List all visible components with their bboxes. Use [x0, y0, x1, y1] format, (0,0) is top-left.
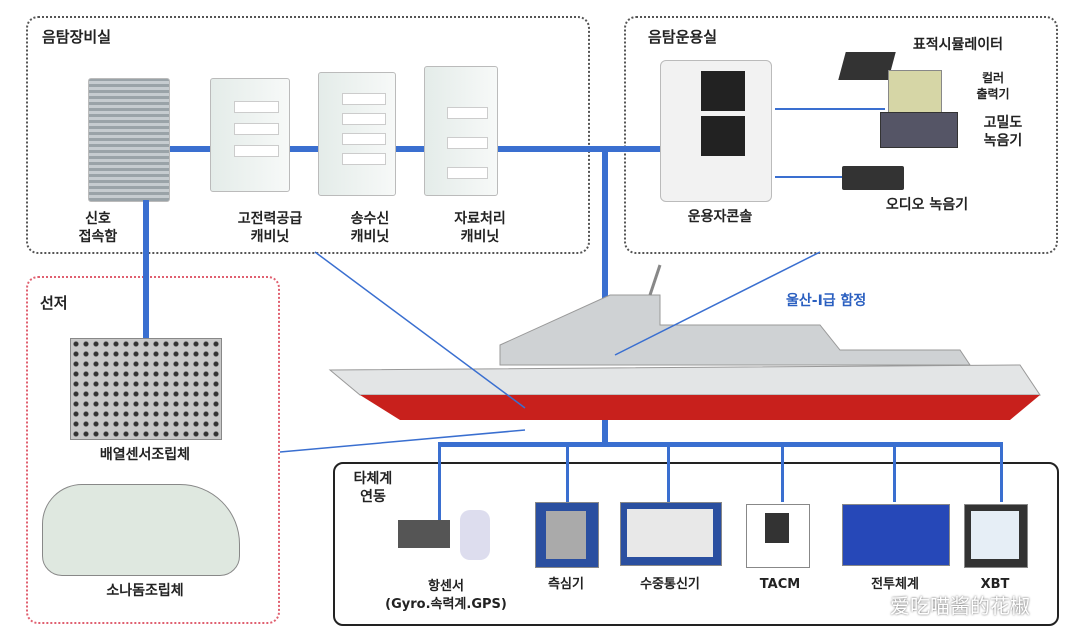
echo-sounder-label: 측심기: [548, 577, 584, 592]
sonar-operation-room-box: [624, 16, 1058, 254]
operator-console-label: 운용자콘솔: [687, 209, 753, 225]
data-processing-cabinet-image: [424, 66, 498, 196]
signal-junction-box-label: 신호 접속함: [78, 211, 118, 245]
underwater-comm-image: [620, 502, 722, 566]
array-sensor-image: [70, 338, 222, 440]
arrow-to-equipment-room: [314, 251, 526, 409]
bottom-bus-vertical: [602, 420, 608, 446]
hd-recorder-image: [880, 112, 958, 148]
ship-class-label: 울산-I급 함정: [786, 293, 867, 309]
hull-bottom-title: 선저: [40, 294, 68, 312]
signal-junction-box-image: [88, 78, 170, 202]
tacm-label: TACM: [759, 577, 801, 592]
audio-link-line: [775, 176, 843, 178]
drop-line-xbt: [1000, 442, 1003, 502]
echo-sounder-device: [546, 511, 586, 559]
audio-recorder-label: 오디오 녹음기: [885, 197, 969, 213]
underwater-comm-label: 수중통신기: [640, 577, 700, 592]
target-simulator-label: 표적시뮬레이터: [912, 37, 1004, 53]
xbt-label: XBT: [980, 577, 1010, 592]
console-screen-bottom: [701, 116, 745, 156]
drop-line-combat: [893, 442, 896, 502]
external-systems-box: [333, 462, 1059, 626]
ship-waterline-red: [360, 395, 1040, 420]
watermark: 爱吃喵酱的花椒: [890, 594, 1030, 618]
nav-sensor-label: 항센서 (Gyro.속력계.GPS): [385, 579, 507, 612]
echo-sounder-image: [535, 502, 599, 568]
hd-recorder-label: 고밀도 녹음기: [983, 115, 1023, 149]
sonar-dome-image: [42, 484, 240, 576]
high-power-cabinet-image: [210, 78, 290, 192]
arrow-to-hull-bottom: [279, 429, 526, 453]
transceiver-cabinet-image: [318, 72, 396, 196]
main-vertical-bus: [602, 146, 608, 326]
mast: [648, 264, 662, 296]
xbt-screen: [971, 511, 1019, 559]
nav-sensor-image: [398, 520, 450, 548]
sonar-equipment-room-box: [26, 16, 590, 254]
underwater-comm-device: [627, 509, 713, 557]
sonar-equipment-room-title: 음탐장비실: [42, 28, 112, 46]
ship-superstructure: [499, 294, 971, 366]
drop-line-nav: [438, 442, 441, 522]
console-link-line: [602, 146, 682, 152]
drop-line-echo: [566, 442, 569, 502]
tacm-device: [765, 513, 789, 543]
data-processing-cabinet-label: 자료처리 캐비닛: [454, 211, 506, 245]
array-sensor-label: 배열센서조립체: [99, 447, 191, 463]
arrow-to-operation-room: [614, 251, 821, 356]
drop-line-uwcomm: [667, 442, 670, 502]
high-power-cabinet-label: 고전력공급 캐비닛: [237, 211, 303, 245]
sonar-operation-room-title: 음탐운용실: [648, 28, 718, 46]
gyro-image: [460, 510, 490, 560]
external-systems-title: 타체계 연동: [353, 471, 393, 505]
tacm-image: [746, 504, 810, 568]
console-screen-top: [701, 71, 745, 111]
hull-bottom-box: [26, 276, 280, 624]
junction-to-array-line: [143, 200, 149, 340]
drop-line-tacm: [781, 442, 784, 502]
xbt-image: [964, 504, 1028, 568]
printer-link-line: [775, 108, 885, 110]
audio-recorder-image: [842, 166, 904, 190]
combat-system-image: [842, 504, 950, 566]
bottom-bus-horizontal: [440, 442, 1000, 447]
sonar-dome-label: 소나돔조립체: [106, 583, 184, 599]
transceiver-cabinet-label: 송수신 캐비닛: [350, 211, 390, 245]
combat-system-label: 전투체계: [871, 577, 919, 592]
color-printer-label: 컬러 출력기: [976, 71, 1010, 101]
ship-image: [328, 264, 1041, 420]
operator-console-image: [660, 60, 772, 202]
